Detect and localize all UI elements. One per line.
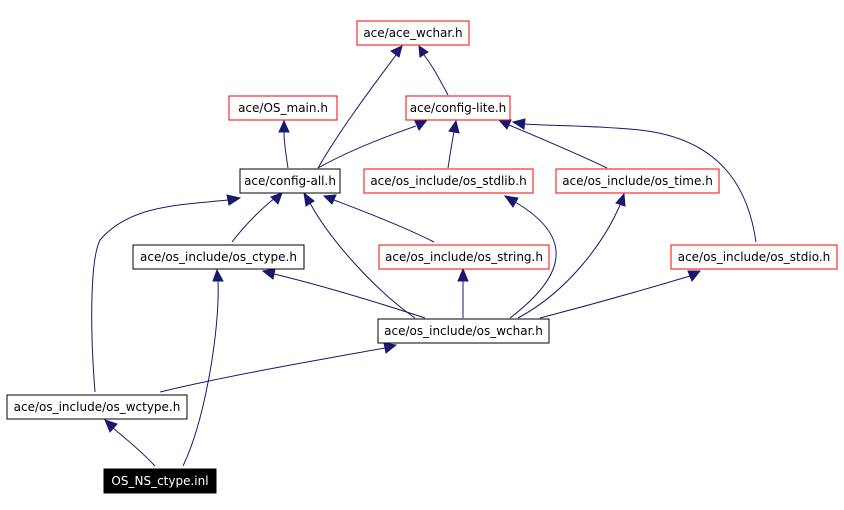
node-ace-wchar[interactable]: ace/ace_wchar.h — [356, 20, 470, 46]
edge-os-wchar-to-config-all — [309, 202, 416, 319]
arrowhead — [383, 342, 398, 354]
node-os-string[interactable]: ace/os_include/os_string.h — [378, 244, 550, 270]
edge-config-all-to-config-lite — [317, 125, 417, 169]
edge-config-all-to-os-main — [283, 131, 289, 169]
edge-os-stdlib-to-config-lite — [447, 131, 455, 169]
arrowhead — [448, 119, 460, 134]
node-root-os-ns-ctype[interactable]: OS_NS_ctype.inl — [103, 468, 217, 494]
node-config-lite[interactable]: ace/config-lite.h — [405, 95, 511, 121]
node-config-all[interactable]: ace/config-all.h — [239, 168, 341, 194]
node-os-main[interactable]: ace/OS_main.h — [228, 95, 338, 121]
arrowhead — [270, 192, 283, 205]
edge-os-stdio-to-config-lite — [523, 123, 757, 243]
edge-os-wctype-to-os-wchar — [159, 347, 386, 393]
node-os-time[interactable]: ace/os_include/os_time.h — [555, 168, 720, 194]
edge-os-ctype-to-config-all — [231, 197, 276, 243]
node-label: ace/os_include/os_ctype.h — [140, 250, 297, 264]
edge-root-to-os-wctype — [112, 427, 156, 467]
edges — [91, 45, 757, 467]
arrowhead — [226, 194, 242, 206]
arrowhead — [212, 268, 224, 282]
edge-config-lite-to-ace-wchar — [423, 54, 449, 96]
node-os-wchar[interactable]: ace/os_include/os_wchar.h — [377, 318, 550, 344]
arrowhead — [615, 192, 626, 207]
node-label: ace/os_include/os_wchar.h — [384, 324, 543, 338]
node-os-wctype[interactable]: ace/os_include/os_wctype.h — [6, 394, 188, 420]
edge-os-time-to-config-lite — [508, 124, 608, 169]
edge-config-all-to-ace-wchar — [317, 54, 397, 169]
arrowhead — [414, 119, 429, 131]
node-label: ace/os_include/os_wctype.h — [14, 400, 181, 414]
node-label: ace/ace_wchar.h — [363, 26, 462, 40]
node-label: OS_NS_ctype.inl — [111, 474, 208, 488]
edge-os-wchar-to-os-stdio — [539, 275, 691, 319]
arrowhead — [104, 419, 118, 433]
node-label: ace/os_include/os_string.h — [385, 250, 543, 264]
arrowhead — [511, 118, 526, 130]
arrowhead — [497, 119, 512, 130]
arrowhead — [303, 191, 315, 207]
node-label: ace/os_include/os_time.h — [562, 174, 713, 188]
edge-os-wchar-to-os-stdlib — [509, 201, 557, 319]
arrowhead — [503, 195, 519, 208]
arrowhead — [322, 194, 337, 205]
edge-root-to-os-ctype — [182, 280, 219, 467]
arrowhead — [390, 45, 403, 58]
arrowhead — [261, 268, 276, 280]
node-os-ctype[interactable]: ace/os_include/os_ctype.h — [132, 244, 305, 270]
arrowhead — [418, 45, 429, 58]
node-label: ace/os_include/os_stdio.h — [678, 250, 831, 264]
node-label: ace/os_include/os_stdlib.h — [370, 174, 526, 188]
node-os-stdlib[interactable]: ace/os_include/os_stdlib.h — [363, 168, 534, 194]
edge-os-wctype-to-config-all — [91, 199, 229, 393]
node-os-stdio[interactable]: ace/os_include/os_stdio.h — [670, 244, 838, 270]
edge-os-wchar-to-os-ctype — [273, 273, 426, 319]
arrowhead — [457, 267, 469, 282]
edge-os-string-to-config-all — [333, 199, 435, 243]
nodes: ace/ace_wchar.h ace/OS_main.h ace/config… — [6, 20, 838, 494]
arrowhead — [278, 119, 290, 133]
arrowhead — [687, 270, 702, 282]
node-label: ace/config-lite.h — [410, 101, 507, 115]
edge-os-wchar-to-os-time — [517, 204, 621, 319]
node-label: ace/OS_main.h — [238, 101, 328, 115]
node-label: ace/config-all.h — [244, 174, 336, 188]
